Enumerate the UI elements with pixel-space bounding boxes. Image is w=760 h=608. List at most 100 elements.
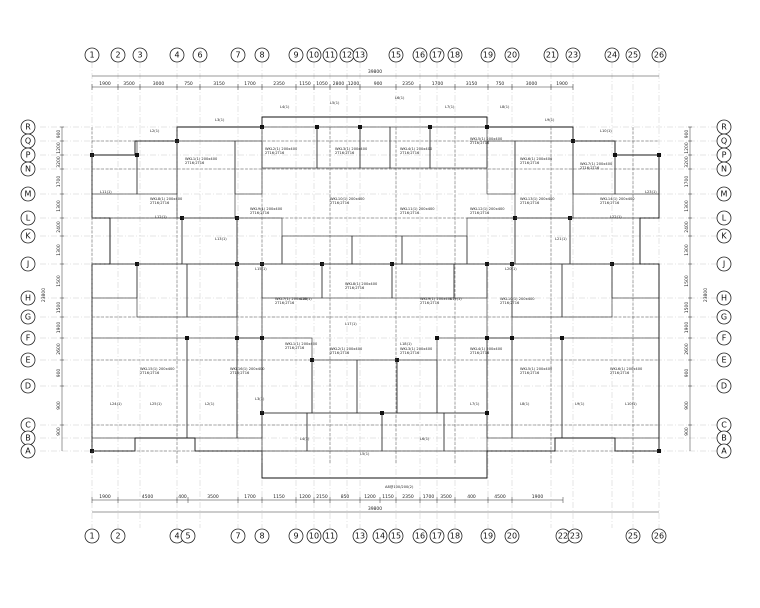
axis-bubble-left	[20, 330, 36, 346]
wkl-label: WKL7(1) 200x400	[275, 297, 308, 301]
axis-bubble-bottom	[429, 528, 445, 544]
axis-label-top: 2	[115, 51, 120, 60]
room-wall	[356, 359, 398, 414]
axis-label-right: B	[721, 434, 727, 443]
dim-bottom-text: 1200	[299, 494, 311, 500]
axis-label-top: 17	[432, 51, 442, 60]
beam-label: L12(1)	[155, 215, 167, 219]
dim-top-text: 1900	[556, 81, 568, 87]
axis-bubble-bottom	[625, 528, 641, 544]
axis-label-right: E	[721, 356, 726, 365]
beam-label: L8(1)	[520, 402, 530, 406]
dim-right-text: 1300	[684, 244, 690, 256]
beam-label: L6(1)	[420, 437, 430, 441]
room-wall	[234, 140, 263, 195]
room-wall	[306, 412, 383, 452]
wkl-label: WKL4(1) 200x400	[470, 347, 503, 351]
axis-bubble-right	[716, 228, 732, 244]
dim-bottom-text: 1700	[244, 494, 256, 500]
column	[485, 125, 489, 129]
beam-label: L25(1)	[150, 402, 162, 406]
beam-label: L23(1)	[645, 190, 657, 194]
wkl-label: WKL11(1) 200x400	[400, 207, 435, 211]
rebar-note: 2T16;2T16	[335, 151, 355, 155]
column	[485, 411, 489, 415]
axis-bubble-top	[651, 47, 667, 63]
beam-label: L10(1)	[625, 402, 637, 406]
rebar-note: 2T16;2T16	[185, 161, 205, 165]
axis-label-left: R	[25, 123, 31, 132]
axis-bubble-left	[20, 210, 36, 226]
axis-bubble-left	[20, 443, 36, 459]
axis-bubble-top	[565, 47, 581, 63]
axis-label-right: Q	[721, 137, 727, 146]
beam-label: L2(1)	[150, 129, 160, 133]
wall-layer	[90, 116, 661, 479]
beam-label: L18(1)	[400, 342, 412, 346]
axis-bubble-top	[447, 47, 463, 63]
room-wall	[281, 235, 353, 265]
wkl-label: WKL10(1) 200x400	[500, 297, 535, 301]
axis-bubble-bottom	[254, 528, 270, 544]
axis-bubble-right	[716, 309, 732, 325]
axis-label-top: 3	[137, 51, 142, 60]
axis-label-bottom: 13	[355, 532, 365, 541]
room-wall	[486, 337, 513, 439]
dim-bottom-text: 3500	[440, 494, 452, 500]
axis-bubble-top	[230, 47, 246, 63]
rebar-note: 2T16;2T16	[330, 351, 350, 355]
dim-right-text: 1300	[684, 200, 690, 212]
axis-label-bottom: 4	[174, 532, 179, 541]
axis-label-top: 8	[259, 51, 264, 60]
axis-label-left: C	[25, 421, 31, 430]
axis-bubble-right	[716, 186, 732, 202]
dim-bottom-text: 1150	[382, 494, 394, 500]
room-wall	[91, 154, 138, 195]
axis-label-top: 13	[355, 51, 365, 60]
dim-bottom-text: 2350	[402, 494, 414, 500]
column	[185, 336, 189, 340]
dim-top-text: 3150	[213, 81, 225, 87]
wkl-label: WKL2(1) 200x400	[265, 147, 298, 151]
rebar-note: 2T16;2T16	[470, 211, 490, 215]
axis-label-bottom: 15	[391, 532, 401, 541]
room-wall	[561, 337, 660, 439]
dim-left-text: 1500	[56, 275, 62, 287]
dim-bottom-text: 1150	[273, 494, 285, 500]
beam-label: L2(1)	[205, 402, 215, 406]
wkl-label: WKL8(1) 200x400	[345, 282, 378, 286]
room-wall	[396, 359, 438, 414]
column	[260, 336, 264, 340]
room-wall	[236, 337, 263, 439]
rebar-note: 2T16;2T16	[470, 351, 490, 355]
axis-bubble-left	[20, 352, 36, 368]
wkl-label: WKL3(1) 200x400	[335, 147, 368, 151]
room-wall	[136, 140, 178, 195]
axis-bubble-right	[716, 352, 732, 368]
axis-bubble-top	[625, 47, 641, 63]
rebar-note: 2T16;2T16	[420, 301, 440, 305]
beam-label: L21(1)	[555, 237, 567, 241]
axis-label-left: E	[25, 356, 30, 365]
dim-bottom-text: 1900	[532, 494, 544, 500]
dim-top-text: 1200	[348, 81, 360, 87]
axis-label-left: D	[25, 382, 31, 391]
axis-label-right: N	[721, 165, 727, 174]
column	[485, 262, 489, 266]
column	[135, 153, 139, 157]
beam-label: L20(1)	[505, 267, 517, 271]
axis-bubble-top	[110, 47, 126, 63]
rebar-note: 2T16;2T16	[400, 151, 420, 155]
rebar-note: 2T16;2T16	[230, 371, 250, 375]
axis-label-left: G	[25, 313, 31, 322]
axis-bubble-left	[20, 378, 36, 394]
wkl-label: WKL10(1) 200x400	[330, 197, 365, 201]
axis-label-bottom: 8	[259, 532, 264, 541]
dim-right-text: 900	[684, 369, 690, 378]
axis-label-top: 6	[197, 51, 202, 60]
column	[435, 336, 439, 340]
rebar-note: 2T16;2T16	[250, 211, 270, 215]
dim-left-text: 1300	[56, 244, 62, 256]
dim-left-text: 2400	[56, 221, 62, 233]
axis-bubble-bottom	[372, 528, 388, 544]
